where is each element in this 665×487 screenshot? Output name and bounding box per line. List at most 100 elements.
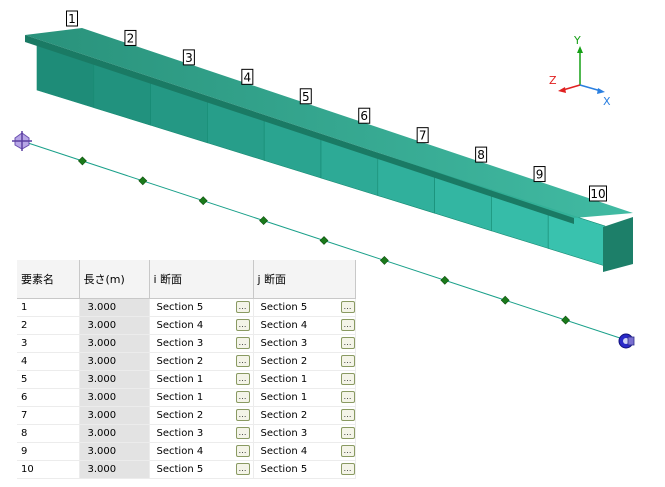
cell-element-name-text: 2 bbox=[21, 320, 28, 331]
section-picker-button[interactable]: … bbox=[340, 445, 354, 457]
section-picker-button[interactable]: … bbox=[340, 355, 354, 367]
node-marker[interactable] bbox=[198, 196, 208, 206]
cell-element-name[interactable]: 4 bbox=[17, 352, 80, 371]
cell-j-section[interactable]: Section 1… bbox=[253, 388, 356, 407]
section-picker-button[interactable]: … bbox=[235, 319, 250, 331]
section-picker-button[interactable]: … bbox=[235, 391, 250, 403]
section-picker-button[interactable]: … bbox=[235, 355, 250, 367]
column-header-element-name[interactable]: 要素名 bbox=[17, 260, 80, 299]
axis-z-label: Z bbox=[549, 74, 557, 87]
cell-element-name[interactable]: 1 bbox=[17, 298, 80, 317]
cell-i-section[interactable]: Section 3… bbox=[149, 424, 254, 443]
section-picker-button[interactable]: … bbox=[340, 301, 354, 313]
node-marker[interactable] bbox=[500, 295, 510, 305]
cell-j-section[interactable]: Section 4… bbox=[253, 442, 356, 461]
cell-element-name[interactable]: 10 bbox=[17, 460, 80, 479]
cell-element-name[interactable]: 2 bbox=[17, 316, 80, 335]
section-picker-button[interactable]: … bbox=[340, 427, 354, 439]
cell-element-name-text: 5 bbox=[21, 374, 28, 385]
column-header-i-section[interactable]: i 断面 bbox=[149, 260, 254, 299]
cell-element-name-text: 1 bbox=[21, 302, 28, 313]
cell-length[interactable]: 3.000 bbox=[79, 298, 150, 317]
node-marker[interactable] bbox=[440, 275, 450, 285]
section-picker-button[interactable]: … bbox=[235, 427, 250, 439]
cell-length[interactable]: 3.000 bbox=[79, 388, 150, 407]
section-picker-button[interactable]: … bbox=[235, 373, 250, 385]
section-picker-button[interactable]: … bbox=[235, 301, 250, 313]
cell-i-section[interactable]: Section 2… bbox=[149, 352, 254, 371]
section-picker-button[interactable]: … bbox=[340, 337, 354, 349]
node-marker[interactable] bbox=[259, 216, 269, 226]
fixed-support-icon[interactable] bbox=[12, 131, 32, 151]
node-marker[interactable] bbox=[319, 236, 329, 245]
section-picker-button[interactable]: … bbox=[340, 409, 354, 421]
cell-length[interactable]: 3.000 bbox=[79, 334, 150, 353]
column-header-length[interactable]: 長さ(m) bbox=[79, 260, 150, 299]
section-picker-button[interactable]: … bbox=[235, 463, 250, 475]
cell-j-section[interactable]: Section 2 … bbox=[253, 406, 356, 425]
cell-length[interactable]: 3.000 bbox=[79, 442, 150, 461]
node-marker[interactable] bbox=[379, 255, 389, 265]
cell-i-section[interactable]: Section 1… bbox=[149, 370, 254, 389]
cell-i-section[interactable]: Section 5… bbox=[149, 298, 254, 317]
cell-i-section[interactable]: Section 4… bbox=[149, 442, 254, 461]
cell-element-name[interactable]: 6 bbox=[17, 388, 80, 407]
roller-support-icon[interactable] bbox=[618, 333, 635, 349]
cell-length[interactable]: 3.000 bbox=[79, 406, 150, 425]
section-picker-button[interactable]: … bbox=[340, 373, 354, 385]
cell-j-section[interactable]: Section 2… bbox=[253, 352, 356, 371]
cell-length[interactable]: 3.000 bbox=[79, 424, 150, 443]
cell-j-section-text: Section 3 bbox=[260, 428, 308, 439]
cell-j-section[interactable]: Section 3… bbox=[253, 334, 356, 353]
section-picker-button[interactable]: … bbox=[235, 445, 250, 457]
cell-i-section[interactable]: Section 3… bbox=[149, 334, 254, 353]
element-label: 5 bbox=[299, 88, 312, 105]
cell-i-section[interactable]: Section 5… bbox=[149, 460, 254, 479]
section-picker-button[interactable]: … bbox=[340, 319, 354, 331]
cell-j-section-text: Section 2 bbox=[260, 410, 308, 421]
cell-j-section[interactable]: Section 4… bbox=[253, 316, 356, 335]
section-picker-button[interactable]: … bbox=[340, 463, 354, 475]
cell-length[interactable]: 3.000 bbox=[79, 460, 150, 479]
section-picker-button[interactable]: … bbox=[340, 391, 354, 403]
node-marker[interactable] bbox=[138, 176, 148, 186]
cell-i-section[interactable]: Section 1… bbox=[149, 388, 254, 407]
column-header-j-section[interactable]: j 断面 bbox=[253, 260, 356, 299]
cell-element-name[interactable]: 3 bbox=[17, 334, 80, 353]
node-marker[interactable] bbox=[77, 156, 87, 166]
cell-j-section[interactable]: Section 5… bbox=[253, 298, 356, 317]
cell-length[interactable]: 3.000 bbox=[79, 316, 150, 335]
cell-element-name[interactable]: 8 bbox=[17, 424, 80, 443]
element-label: 2 bbox=[124, 29, 137, 46]
cell-j-section[interactable]: Section 1… bbox=[253, 370, 356, 389]
cell-i-section[interactable]: Section 2… bbox=[149, 406, 254, 425]
cell-length[interactable]: 3.000 bbox=[79, 352, 150, 371]
element-label-text: 7 bbox=[419, 129, 427, 143]
section-picker-button[interactable]: … bbox=[235, 409, 250, 421]
cell-element-name[interactable]: 7 bbox=[17, 406, 80, 425]
cell-j-section[interactable]: Section 5… bbox=[253, 460, 356, 479]
element-label-text: 3 bbox=[185, 51, 193, 65]
cell-length[interactable]: 3.000 bbox=[79, 370, 150, 389]
cell-element-name[interactable]: 9 bbox=[17, 442, 80, 461]
cell-i-section[interactable]: Section 4… bbox=[149, 316, 254, 335]
element-line[interactable] bbox=[12, 131, 635, 349]
node-marker[interactable] bbox=[561, 315, 571, 325]
section-picker-button[interactable]: … bbox=[235, 337, 250, 349]
cell-element-name-text: 6 bbox=[21, 392, 28, 403]
element-label: 6 bbox=[358, 107, 371, 124]
cell-element-name[interactable]: 5 bbox=[17, 370, 80, 389]
cell-j-section[interactable]: Section 3 … bbox=[253, 424, 356, 443]
